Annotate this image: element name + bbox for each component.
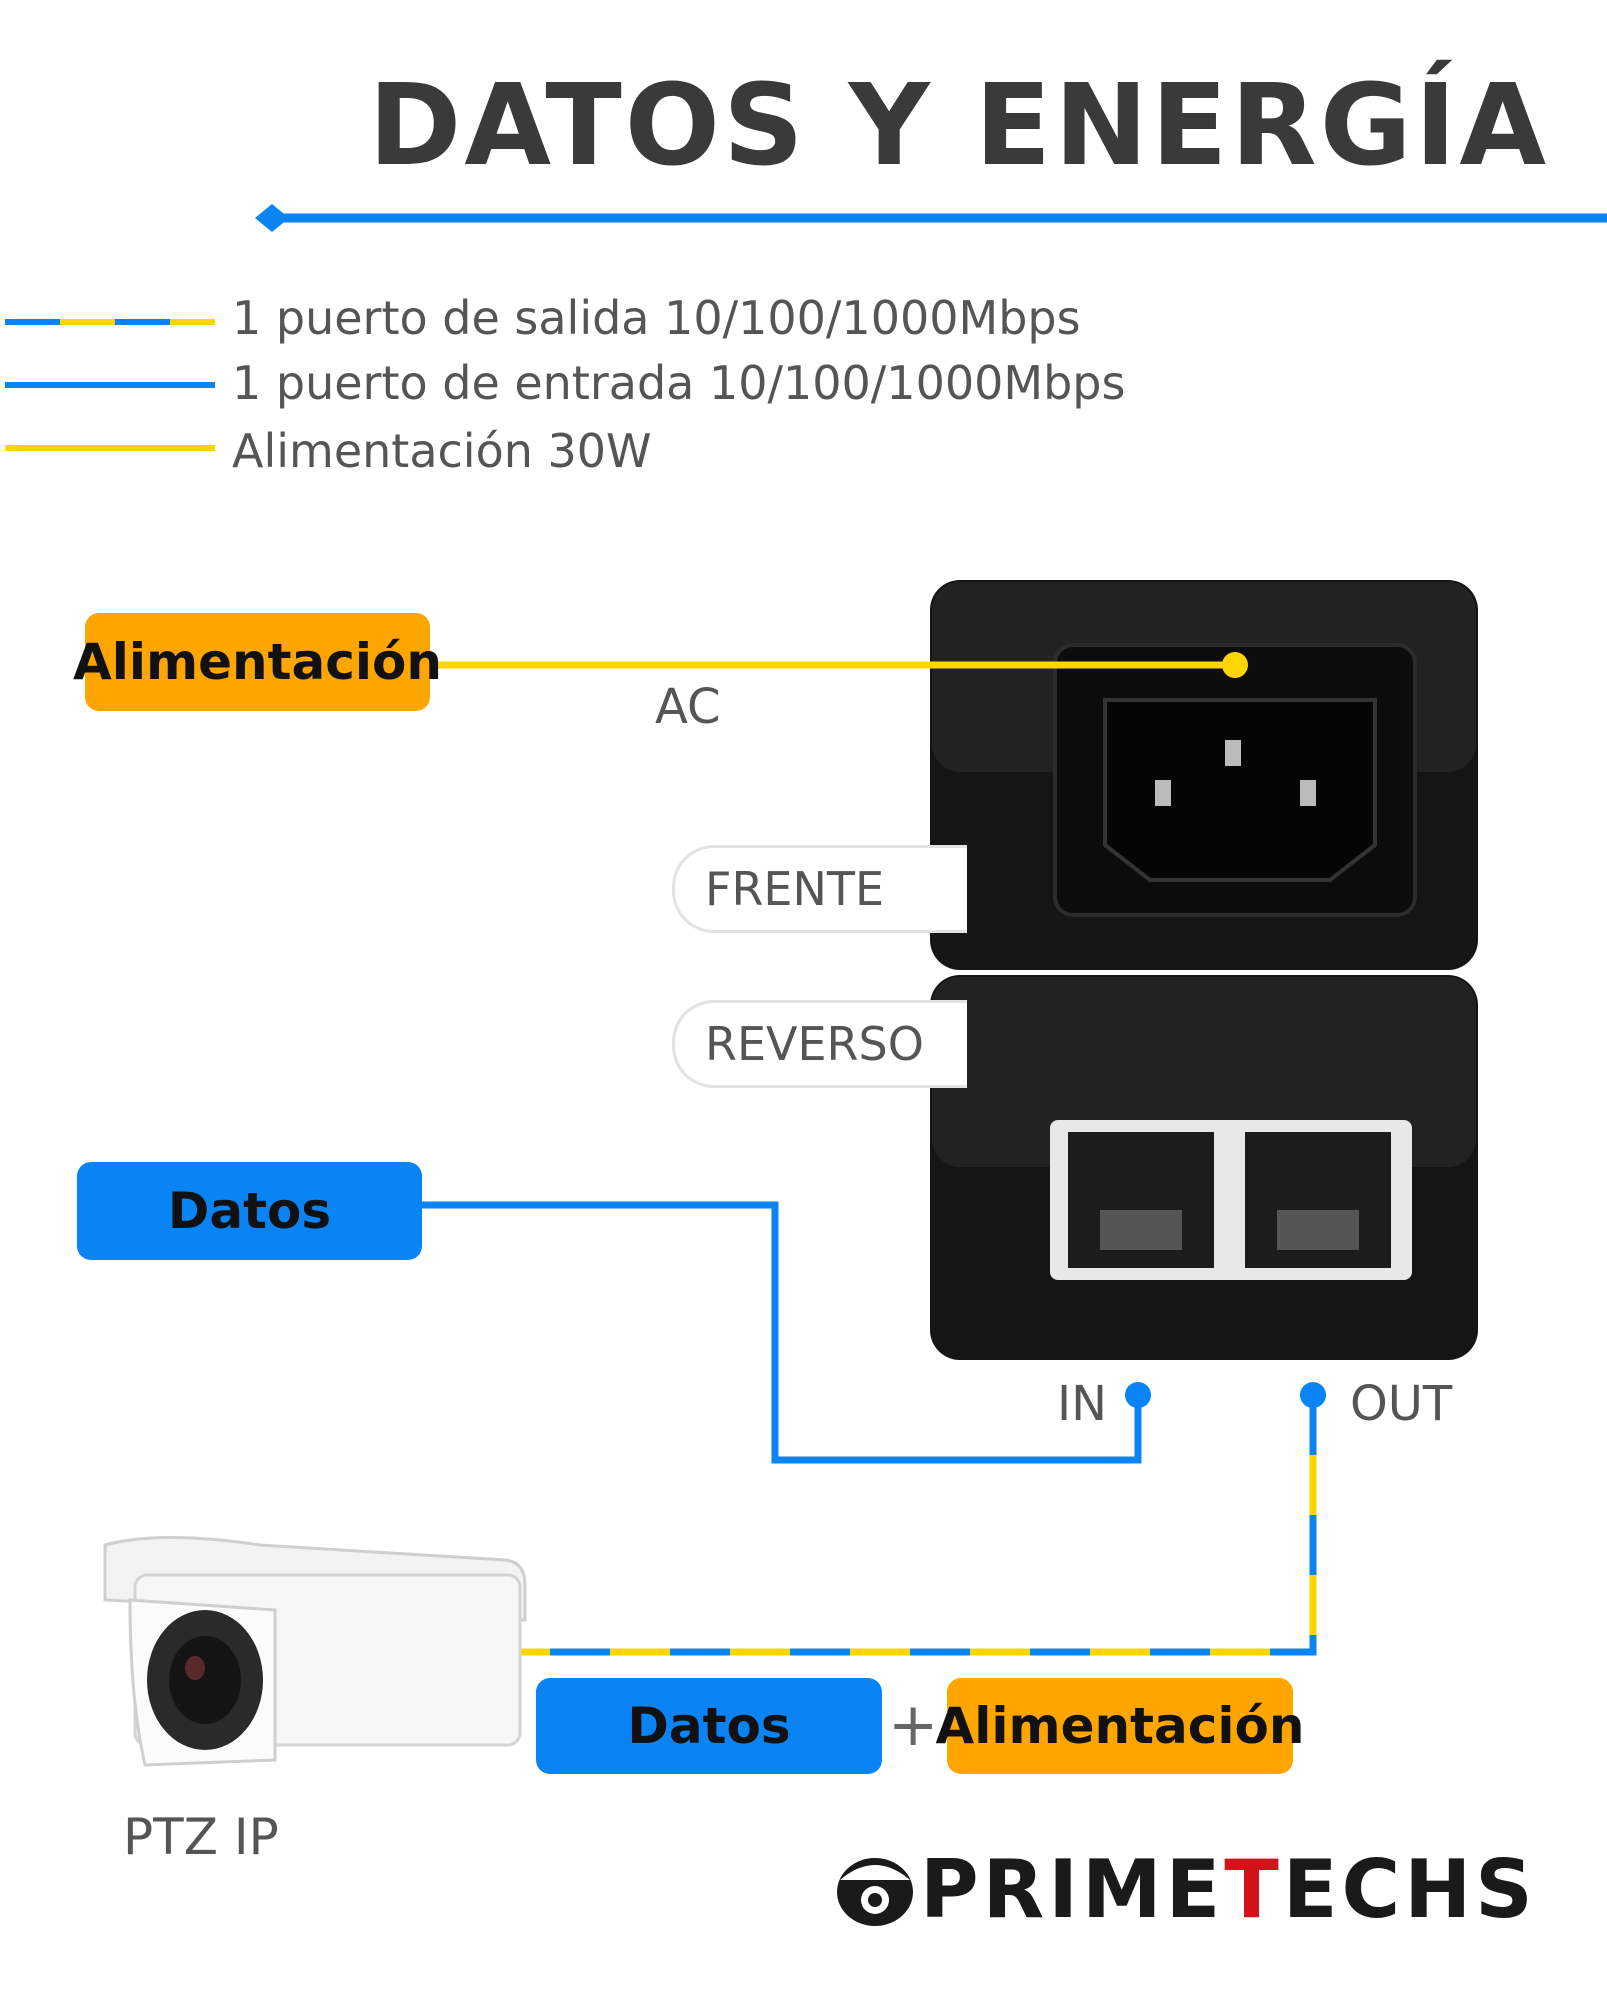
- out-label: OUT: [1350, 1376, 1453, 1432]
- camera-label: PTZ IP: [123, 1808, 279, 1866]
- rj45-port-icon: [1068, 1132, 1214, 1268]
- title-underline-diamond: [255, 204, 289, 232]
- legend-item-power: Alimentación 30W: [232, 424, 652, 478]
- brand-name: PRIMETECHS: [920, 1850, 1537, 1930]
- back-tab: REVERSO: [672, 1000, 967, 1088]
- power-connection-dot: [1222, 652, 1248, 678]
- legend-item-input: 1 puerto de entrada 10/100/1000Mbps: [232, 356, 1126, 410]
- power-socket-icon: [1103, 698, 1377, 882]
- brand-part: PRIME: [920, 1843, 1225, 1936]
- injector-back: [930, 975, 1478, 1360]
- brand-part: ECHS: [1282, 1843, 1537, 1936]
- rj45-port-icon: [1245, 1132, 1391, 1268]
- ac-label: AC: [655, 679, 721, 735]
- brand-part: T: [1224, 1843, 1283, 1936]
- data-pill: Datos: [77, 1162, 422, 1260]
- data-power-output-line: [515, 1395, 1317, 1656]
- power-pill: Alimentación: [73, 613, 442, 711]
- in-port-dot: [1125, 1382, 1151, 1408]
- ip-camera-icon: [103, 1536, 527, 1767]
- out-port-dot: [1300, 1382, 1326, 1408]
- front-tab: FRENTE: [672, 845, 967, 933]
- in-label: IN: [1057, 1376, 1108, 1432]
- legend-item-output: 1 puerto de salida 10/100/1000Mbps: [232, 291, 1081, 345]
- page-title: DATOS Y ENERGÍA: [368, 61, 1549, 191]
- combo-data-pill: Datos: [536, 1678, 882, 1774]
- plus-sign: +: [888, 1690, 939, 1760]
- combo-power-pill: Alimentación: [936, 1678, 1304, 1774]
- data-input-line: [422, 1201, 1142, 1464]
- injector-front: [930, 580, 1478, 970]
- brand-logo-icon: [837, 1858, 913, 1926]
